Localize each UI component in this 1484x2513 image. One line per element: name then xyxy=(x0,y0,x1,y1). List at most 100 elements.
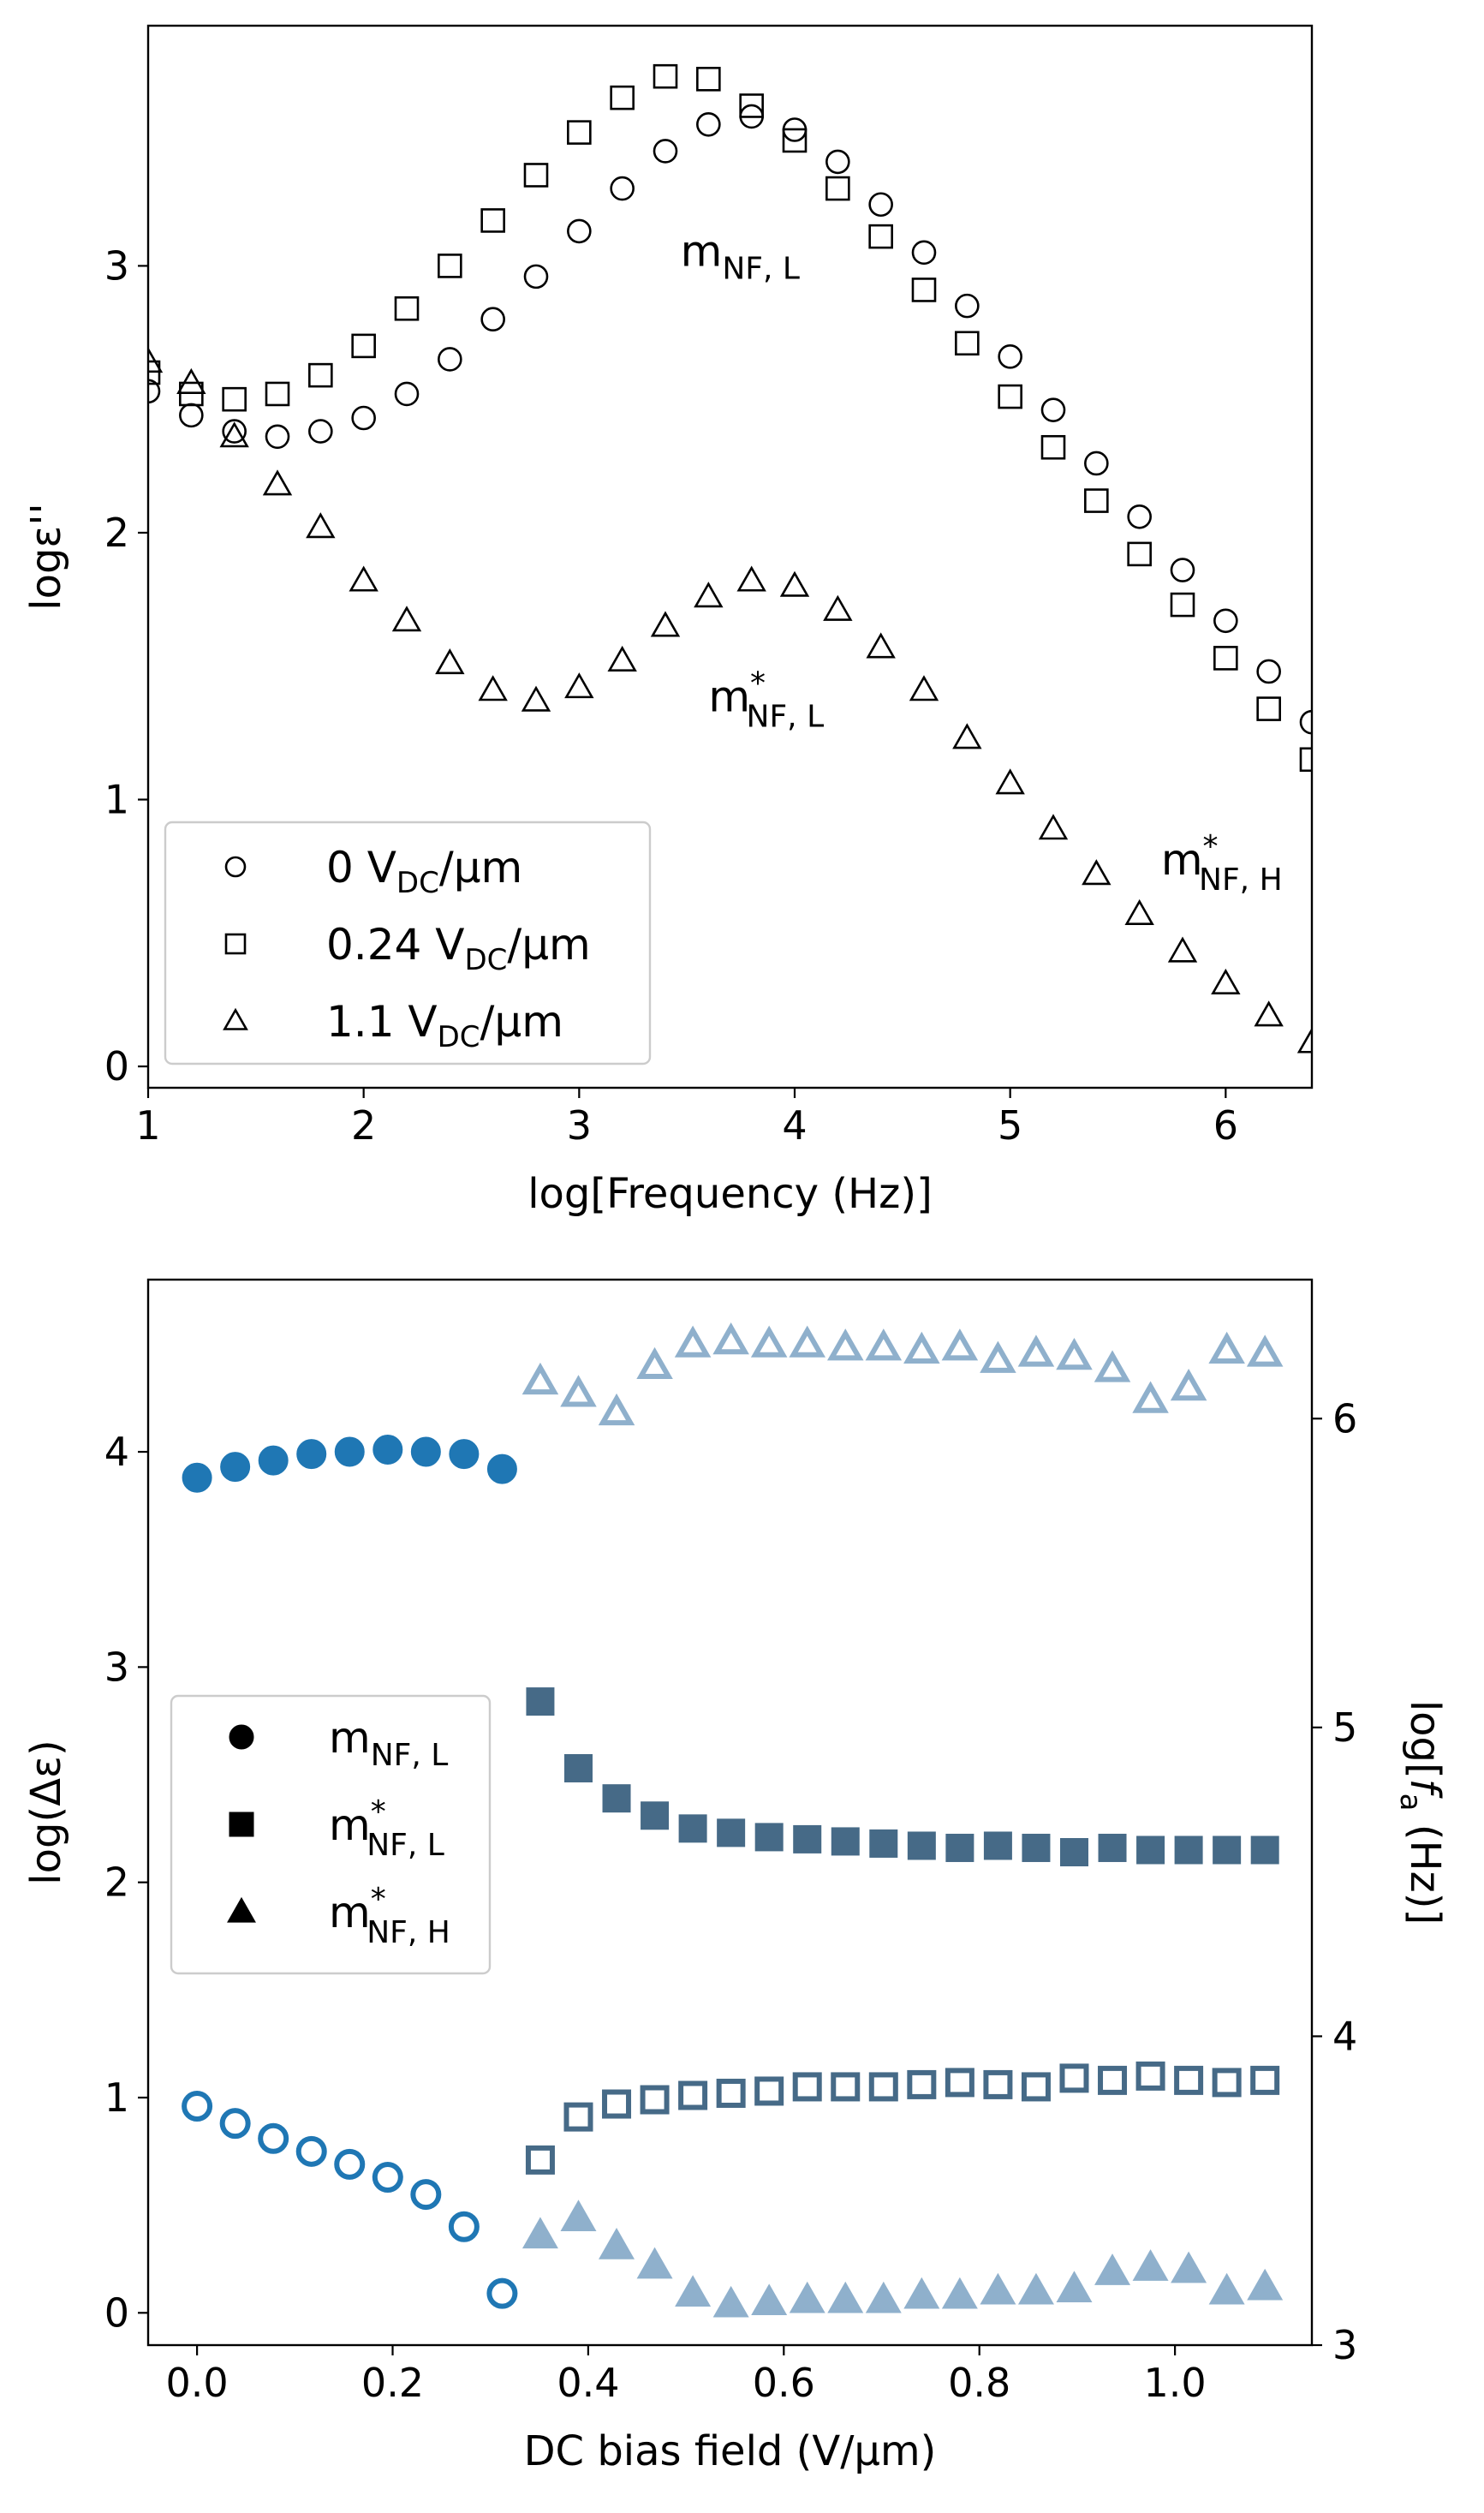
data-point xyxy=(182,2091,213,2122)
data-point xyxy=(1056,2271,1093,2302)
data-point xyxy=(825,176,850,201)
data-point xyxy=(478,675,508,701)
data-point xyxy=(1299,747,1312,773)
legend-box xyxy=(170,1694,492,1975)
data-point xyxy=(521,1362,559,1395)
data-point xyxy=(865,2281,902,2313)
legend-marker xyxy=(229,1812,254,1837)
data-point xyxy=(1124,898,1154,925)
data-point xyxy=(410,1436,441,1467)
data-point xyxy=(610,85,635,110)
data-point xyxy=(602,1784,631,1813)
top-axes-frame xyxy=(146,24,1314,1089)
peak-annotation: m*NF, L xyxy=(708,666,824,735)
peak-annotation: m*NF, H xyxy=(1161,829,1283,898)
y-right-tick-label: 5 xyxy=(1332,1704,1357,1751)
data-point xyxy=(712,1322,749,1355)
data-point xyxy=(394,381,420,407)
data-point xyxy=(1098,1833,1127,1862)
data-point xyxy=(696,67,721,92)
data-point xyxy=(219,421,249,448)
data-point xyxy=(265,424,290,450)
data-point xyxy=(866,632,896,659)
data-point xyxy=(410,2179,442,2211)
data-point xyxy=(308,419,333,444)
data-point xyxy=(825,149,850,175)
data-point xyxy=(449,1439,480,1470)
data-point xyxy=(1299,709,1312,735)
data-point xyxy=(525,2145,555,2175)
data-point xyxy=(1174,2065,1204,2095)
y-axis-label: logε'' xyxy=(22,503,70,611)
data-point xyxy=(1017,1334,1055,1367)
data-point xyxy=(779,570,810,597)
data-point xyxy=(868,224,893,249)
data-point xyxy=(1174,1836,1203,1865)
data-point xyxy=(1254,1000,1284,1027)
data-point xyxy=(868,192,893,218)
data-point xyxy=(602,2089,632,2119)
data-point xyxy=(334,1436,365,1467)
data-point xyxy=(265,381,290,407)
top-plot-area xyxy=(148,63,1312,1054)
y-tick-label: 1 xyxy=(104,2074,129,2121)
y-tick-label: 4 xyxy=(104,1429,129,1475)
data-point xyxy=(1082,859,1112,886)
legend-label: 0 VDC/μm xyxy=(326,843,522,900)
data-point xyxy=(1040,434,1066,460)
data-point xyxy=(1040,397,1066,422)
data-point xyxy=(995,768,1025,795)
x-tick-label: 0.0 xyxy=(166,2360,229,2406)
data-point xyxy=(911,278,937,302)
series-mNFHstar-strength xyxy=(521,2200,1284,2318)
data-point xyxy=(826,1328,864,1361)
data-point xyxy=(567,218,592,244)
data-point xyxy=(712,2285,749,2318)
x-tick-label: 6 xyxy=(1213,1102,1238,1149)
y-tick-label: 3 xyxy=(104,1644,129,1690)
data-point xyxy=(1170,592,1195,618)
data-point xyxy=(907,2069,937,2099)
data-point xyxy=(560,1375,597,1407)
data-point xyxy=(736,565,766,592)
data-point xyxy=(980,1340,1016,1373)
data-point xyxy=(1132,2249,1169,2281)
y-tick-label: 2 xyxy=(104,1859,129,1906)
data-point xyxy=(219,2108,251,2140)
data-point xyxy=(351,405,376,431)
data-point xyxy=(148,346,164,373)
legend-marker xyxy=(223,1007,248,1030)
data-point xyxy=(563,2102,593,2132)
data-point xyxy=(674,1325,712,1358)
data-point xyxy=(903,1331,940,1364)
data-point xyxy=(678,2080,708,2110)
data-point xyxy=(911,240,937,266)
data-point xyxy=(295,2135,327,2167)
data-point xyxy=(222,419,247,444)
data-point xyxy=(983,2069,1013,2099)
y-right-tick-label: 6 xyxy=(1332,1395,1357,1442)
data-point xyxy=(567,120,592,145)
data-point xyxy=(650,611,681,637)
data-point xyxy=(351,333,376,359)
data-point xyxy=(1208,2272,1245,2305)
x-tick-label: 1.0 xyxy=(1144,2360,1207,2406)
data-point xyxy=(394,295,420,321)
legend-marker xyxy=(224,933,247,955)
data-point xyxy=(983,1831,1012,1860)
data-point xyxy=(792,2072,822,2102)
data-point xyxy=(480,307,505,332)
data-point xyxy=(334,2148,366,2180)
data-point xyxy=(1135,2061,1165,2091)
data-point xyxy=(176,367,206,394)
data-point xyxy=(1059,1837,1088,1866)
y-axis-label: log(Δε) xyxy=(22,1740,70,1884)
peak-annotation: mNF, L xyxy=(681,226,800,286)
data-point xyxy=(696,111,721,137)
data-point xyxy=(952,723,982,749)
data-point xyxy=(955,293,980,319)
data-point xyxy=(998,344,1022,369)
x-tick-label: 0.8 xyxy=(948,2360,1010,2406)
data-point xyxy=(868,2072,898,2102)
data-point xyxy=(750,1325,788,1358)
